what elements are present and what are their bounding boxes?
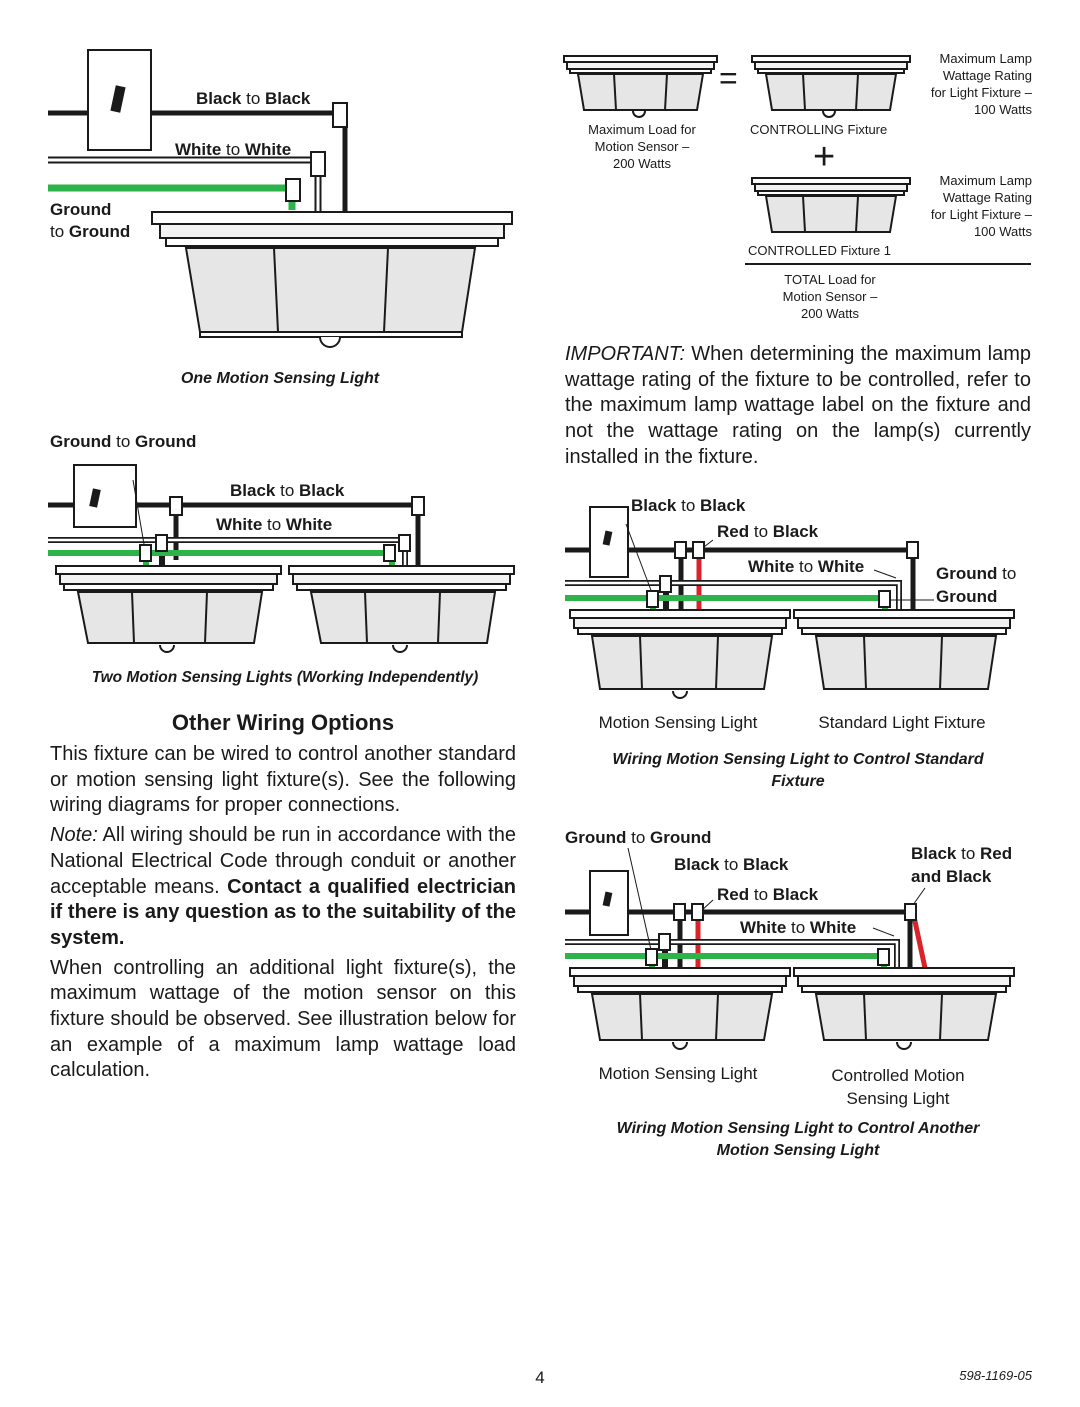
to-ground-label: to Ground <box>50 222 131 241</box>
ground-label: Ground <box>936 587 998 606</box>
caption-control-standard: Wiring Motion Sensing Light to Control S… <box>612 751 984 790</box>
black-to-black-label: Black to Black <box>631 496 746 515</box>
fixture-controlling <box>751 55 911 118</box>
black-to-black-label: Black to Black <box>230 481 345 500</box>
plus-sign: + <box>813 136 836 178</box>
intro-paragraph: This fixture can be wired to control ano… <box>50 743 516 817</box>
page-number: 4 <box>535 1368 545 1387</box>
white-to-white-label: White to White <box>740 918 857 937</box>
fixture-one <box>151 211 513 348</box>
fixture-motion-sensing-a <box>569 967 791 1050</box>
caption-control-motion: Wiring Motion Sensing Light to Control A… <box>616 1120 980 1159</box>
fixture-two-a <box>55 565 282 653</box>
document-number: 598-1169-05 <box>959 1368 1032 1383</box>
important-paragraph: IMPORTANT: When determining the maximum … <box>565 343 1031 468</box>
ground-to-label: Ground to <box>936 564 1017 583</box>
fixture-motion-sensing <box>569 609 791 699</box>
fixture-motion-sensing-b <box>793 967 1015 1050</box>
motion-sensing-light-label: Motion Sensing Light <box>598 1064 758 1083</box>
fixture-controlled <box>751 177 911 233</box>
red-to-black-label: Red to Black <box>717 522 819 541</box>
caption-one-light: One Motion Sensing Light <box>180 370 380 387</box>
ground-to-ground-label: Ground to Ground <box>565 828 712 847</box>
motion-sensing-light-label: Motion Sensing Light <box>598 713 758 732</box>
white-to-white-label: White to White <box>216 515 333 534</box>
wattage-paragraph: When controlling an additional light fix… <box>50 956 516 1082</box>
standard-light-fixture-label: Standard Light Fixture <box>818 713 986 732</box>
white-to-white-label: White to White <box>175 140 292 159</box>
white-to-white-label: White to White <box>748 557 865 576</box>
fixture-standard <box>793 609 1015 690</box>
ground-to-ground-label: Ground to Ground <box>50 432 197 451</box>
caption-two-lights: Two Motion Sensing Lights (Working Indep… <box>91 669 479 686</box>
fixture-two-b <box>288 565 515 653</box>
black-to-black-label: Black to Black <box>674 855 789 874</box>
red-to-black-label: Red to Black <box>717 885 819 904</box>
ground-label: Ground <box>50 200 112 219</box>
black-to-black-label: Black to Black <box>196 89 311 108</box>
fixture-max-load <box>563 55 718 118</box>
note-paragraph: Note: All wiring should be run in accord… <box>50 824 516 949</box>
controlled-fixture-label: CONTROLLED Fixture 1 <box>748 243 892 258</box>
black-to-red-label: Black to Red <box>911 844 1013 863</box>
and-black-label: and Black <box>911 867 992 886</box>
other-wiring-section: Other Wiring Options This fixture can be… <box>50 710 516 1084</box>
equals-sign: = <box>719 60 738 96</box>
controlling-fixture-label: CONTROLLING Fixture <box>750 122 888 137</box>
section-heading: Other Wiring Options <box>171 710 395 735</box>
